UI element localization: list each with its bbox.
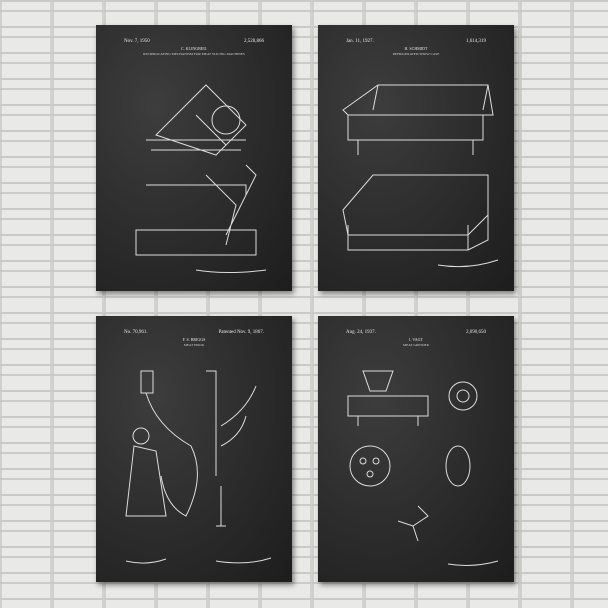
patent-title: REFRIGERATED SHOW CASE (392, 52, 440, 56)
show-case-drawing (342, 84, 499, 268)
patent-date: Aug. 24, 1937. (346, 330, 376, 335)
patent-number: 2,090,650 (466, 330, 486, 335)
patent-title: MEAT GRINDER (403, 343, 429, 347)
patent-number: Patented Nov. 9, 1867. (218, 330, 264, 335)
patent-poster-meat-hook: No. 70,961. F. S. BRIGGS Patented Nov. 9, … (96, 316, 292, 582)
patent-date: Nov. 7, 1950 (124, 39, 150, 44)
patent-date: Jan. 11, 1927. (346, 39, 374, 44)
meat-grinder-drawing (347, 370, 499, 566)
patent-title: MEAT HOOK (183, 343, 205, 347)
patent-inventor: I. VAGT (409, 337, 423, 342)
patent-inventor: F. S. BRIGGS (182, 337, 206, 342)
patent-number: 2,528,866 (244, 39, 264, 44)
patent-date: No. 70,961. (124, 330, 148, 335)
patent-number: 1,614,319 (466, 39, 486, 44)
patent-inventor: C. KLINGBEIL (181, 46, 207, 51)
meat-slicer-drawing (135, 84, 267, 273)
patent-inventor: H. SCHMIDT (404, 46, 428, 51)
patent-title: RECIPROCATING MECHANISM FOR MEAT SLICING… (143, 52, 245, 56)
meat-hook-drawing (125, 370, 272, 564)
